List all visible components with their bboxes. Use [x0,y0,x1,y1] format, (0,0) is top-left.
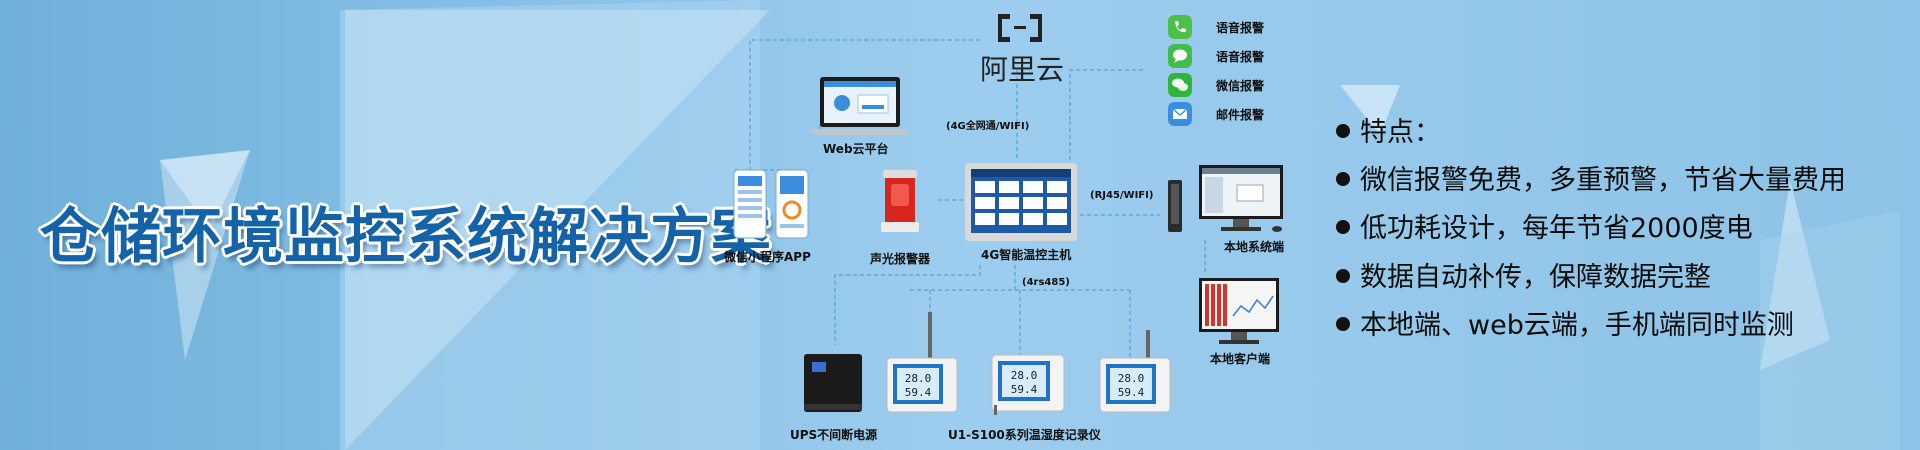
rj45-label: (RJ45/WIFI) [1090,190,1154,201]
router-icon [1168,180,1182,232]
svg-text:59.4: 59.4 [905,386,932,399]
laptop-icon [810,77,910,135]
bullet-icon [1336,219,1350,234]
host-controller-icon [965,163,1077,241]
bullet-icon [1336,316,1350,331]
wechat-icon [1168,73,1192,97]
bullet-icon [1336,123,1350,138]
ups-icon [804,354,862,412]
svg-text:59.4: 59.4 [1118,386,1145,399]
ups-label: UPS不间断电源 [790,428,878,442]
siren-label: 声光报警器 [870,252,931,266]
feature-item: 低功耗设计，每年节省2000度电 [1336,206,1753,245]
phone-app-icon [733,169,809,239]
rs485-label: (4rs485) [1022,277,1070,288]
recorder-icon: 28.0 59.4 [886,312,958,413]
phone-icon [1168,15,1192,39]
recorder-icon: 28.0 59.4 [991,354,1065,415]
feature-item: 特点： [1336,110,1441,149]
mini-app-label: 微信小程序APP [724,250,811,264]
svg-text:59.4: 59.4 [1011,383,1038,396]
bullet-icon [1336,268,1350,283]
recorder-icon: 28.0 59.4 [1099,330,1171,413]
svg-text:28.0: 28.0 [1011,369,1038,382]
mail-icon [1168,102,1192,126]
chat-bubble-icon [1168,44,1192,68]
siren-icon [881,170,919,232]
feature-item: 微信报警免费，多重预警，节省大量费用 [1336,158,1846,197]
aliyun-logo-icon [998,14,1042,42]
page-title: 仓储环境监控系统解决方案 [40,202,772,272]
recorder-label: U1-S100系列温湿度记录仪 [948,428,1101,442]
bullet-icon [1336,171,1350,186]
local-system-label: 本地系统端 [1224,240,1285,254]
local-client-label: 本地客户端 [1210,352,1271,366]
web-platform-label: Web云平台 [823,142,889,156]
feature-item: 数据自动补传，保障数据完整 [1336,255,1711,294]
aliyun-label: 阿里云 [980,53,1065,86]
svg-text:28.0: 28.0 [1118,372,1145,385]
local-system-monitor-icon [1199,165,1283,232]
network-4g-label: (4G全网通/WIFI) [946,121,1030,132]
feature-item: 本地端、web云端，手机端同时监测 [1336,303,1794,342]
host-label: 4G智能温控主机 [981,248,1072,262]
svg-text:28.0: 28.0 [905,372,932,385]
local-client-monitor-icon [1199,278,1279,344]
